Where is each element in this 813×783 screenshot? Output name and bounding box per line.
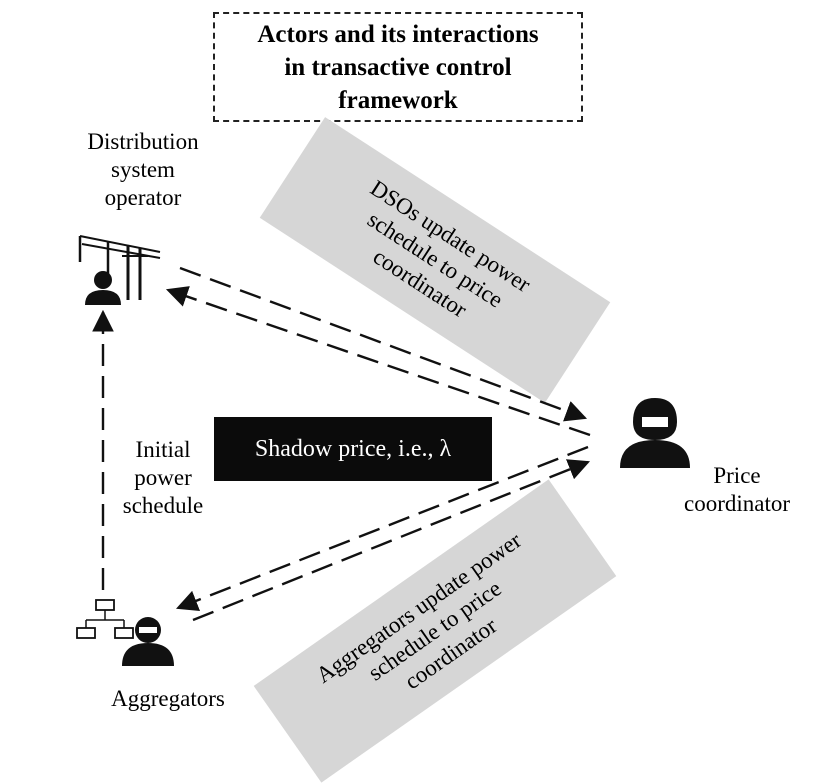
power-line-operator-icon (78, 235, 161, 305)
dso-label-line-3: operator (104, 185, 182, 210)
dso-label: Distribution system operator (62, 128, 224, 212)
dso-label-line-2: system (111, 157, 175, 182)
shadow-price-label: Shadow price, i.e., λ (254, 435, 452, 462)
coordinator-to-dso-arrow (165, 286, 591, 437)
title-line-3: framework (338, 86, 458, 114)
diagram-graphics (76, 235, 690, 666)
aggregators-to-coordinator-arrow (192, 459, 591, 622)
initial-schedule-line-1: Initial (135, 437, 191, 462)
coordinator-to-aggregators-arrow (175, 445, 589, 611)
diagram-title: Actors and its interactions in transacti… (213, 12, 583, 122)
initial-schedule-line-3: schedule (122, 493, 204, 518)
initial-schedule-label: Initial power schedule (113, 436, 213, 520)
aggregators-label: Aggregators (78, 685, 258, 713)
title-line-1: Actors and its interactions (257, 20, 539, 48)
dso-label-line-1: Distribution (87, 129, 199, 154)
price-coordinator-line-1: Price (713, 463, 761, 488)
person-icon (620, 398, 690, 468)
shadow-price-box: Shadow price, i.e., λ (214, 417, 492, 481)
hierarchy-person-icon (76, 599, 174, 666)
initial-schedule-line-2: power (134, 465, 192, 490)
price-coordinator-line-2: coordinator (683, 491, 790, 516)
price-coordinator-label: Price coordinator (662, 462, 812, 518)
aggregators-label-text: Aggregators (111, 686, 225, 711)
dso-to-coordinator-arrow (179, 266, 588, 422)
title-line-2: in transactive control (284, 53, 512, 81)
